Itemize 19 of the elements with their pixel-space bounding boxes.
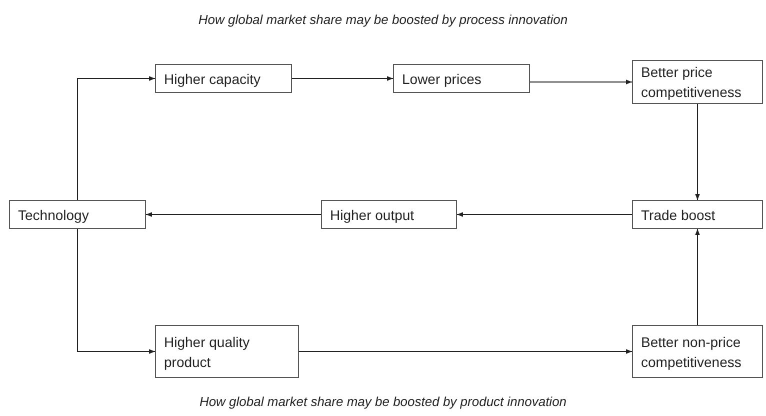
process-box: Higher output [321,200,457,229]
process-box: Better price competitiveness [632,60,763,104]
process-box: Better non-price competitiveness [632,325,763,378]
arrow [77,228,156,354]
arrow [456,212,632,217]
arrow [530,80,632,84]
process-box: Higher quality product [155,325,299,378]
arrow [298,349,632,354]
arrow [292,76,394,81]
diagram-caption: How global market share may be boosted by product innovation [198,393,568,411]
arrow [77,76,156,200]
arrow [146,212,322,217]
arrow [695,228,700,326]
process-box: Higher capacity [155,64,292,93]
process-box: Lower prices [393,64,530,93]
process-box: Trade boost [632,200,763,229]
diagram-title: How global market share may be boosted by process innovation [197,11,569,29]
process-box: Technology [9,200,146,229]
arrow [695,104,700,200]
